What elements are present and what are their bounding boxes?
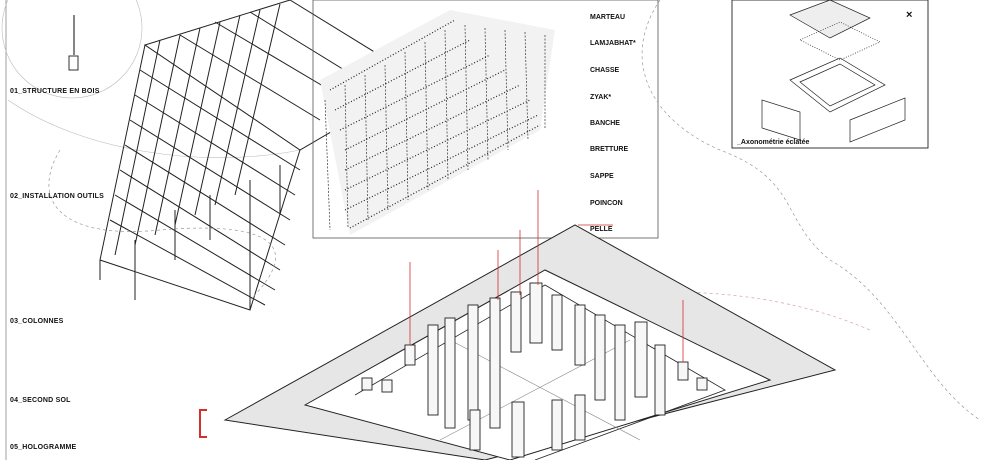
- close-icon[interactable]: ×: [906, 9, 913, 21]
- marker-block: [68, 55, 79, 71]
- layer-label-columns: 03_COLONNES: [10, 318, 64, 325]
- leader-lines: [409, 190, 684, 362]
- tool-label: PELLE: [590, 226, 613, 233]
- layer-label-second-floor: 04_SECOND SOL: [10, 397, 71, 404]
- bracket-marker: [199, 409, 207, 438]
- tool-label: ZYAK*: [590, 94, 612, 101]
- tool-label: POINCON: [590, 200, 623, 207]
- tools-panel-frame: [312, 0, 659, 239]
- layer-label-tools: 02_INSTALLATION OUTILS: [10, 193, 104, 200]
- inset-frame: [731, 0, 929, 149]
- tools-cluster: [320, 10, 555, 235]
- columns: [361, 282, 708, 458]
- tool-label: MARTEAU: [590, 14, 625, 21]
- dashed-curve-red: [559, 291, 871, 331]
- dashed-curve-left: [48, 149, 276, 301]
- tool-label: CHASSE: [590, 67, 620, 74]
- inset-caption: _Axonométrie éclatée: [737, 139, 810, 146]
- dashed-curve-right: [641, 0, 981, 421]
- layer-label-hologram: 05_HOLOGRAMME: [10, 444, 77, 451]
- circle-marker: [1, 0, 143, 99]
- orbit-arc: [7, 99, 301, 158]
- layer-label-structure: 01_STRUCTURE EN BOIS: [10, 88, 100, 95]
- inset-drawing: [761, 0, 906, 143]
- tool-label: LAMJABHAT*: [590, 40, 636, 47]
- tool-label: SAPPE: [590, 173, 614, 180]
- tool-label: BANCHE: [590, 120, 620, 127]
- tool-label: BRETTURE: [590, 146, 629, 153]
